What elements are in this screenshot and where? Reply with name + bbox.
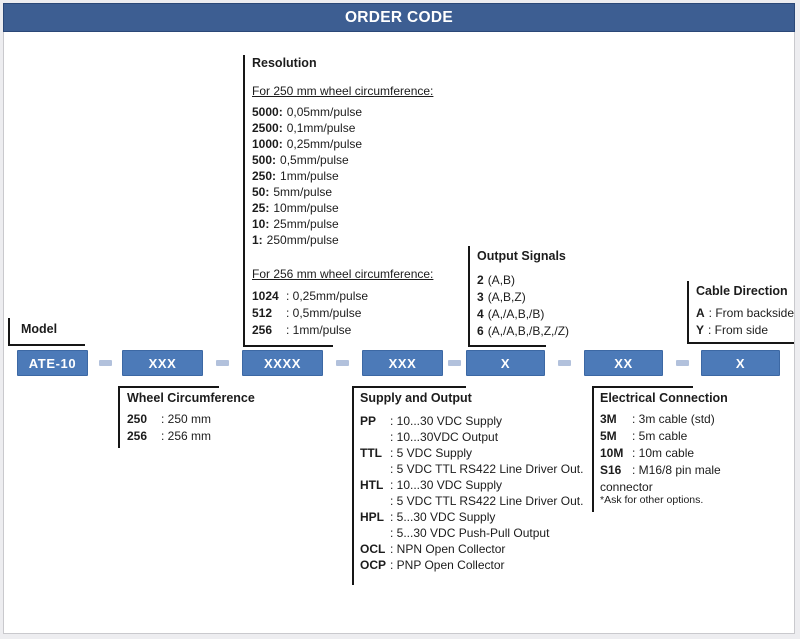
electrical-connection-section-title: Electrical Connection: [600, 391, 728, 405]
resolution-256-list: 1024: 0,25mm/pulse 512: 0,5mm/pulse 256:…: [252, 288, 368, 339]
list-item: 6(A,/A,B,/B,Z,/Z): [477, 324, 570, 338]
electrical-connection-connector-line: [592, 386, 693, 512]
list-item: TTL: 5 VDC Supply: [360, 446, 473, 460]
dash-separator: [676, 360, 689, 366]
code-box-resolution: XXXX: [242, 350, 323, 376]
supply-output-connector-line: [352, 386, 466, 585]
list-item: HPL: 5...30 VDC Supply: [360, 510, 496, 524]
list-item: OCL: NPN Open Collector: [360, 542, 506, 556]
cable-direction-list: A: From backside Y: From side: [696, 305, 794, 339]
wheel-circumference-list: 250: 250 mm 256: 256 mm: [127, 411, 211, 445]
list-item: 512: 0,5mm/pulse: [252, 306, 362, 320]
resolution-section-title: Resolution: [252, 56, 317, 70]
cable-direction-section-title: Cable Direction: [696, 284, 788, 298]
resolution-250-list: 5000:0,05mm/pulse 2500:0,1mm/pulse 1000:…: [252, 104, 362, 248]
code-box-electrical-label: XX: [614, 355, 633, 371]
code-box-output-signals: X: [466, 350, 545, 376]
list-item: 256: 256 mm: [127, 429, 212, 443]
list-item: : 5 VDC TTL RS422 Line Driver Out.: [390, 494, 584, 508]
code-box-model-label: ATE-10: [28, 355, 77, 371]
list-item: 2500:0,1mm/pulse: [252, 121, 356, 135]
list-item: 25:10mm/pulse: [252, 201, 339, 215]
model-section-title: Model: [21, 322, 58, 336]
cable-direction-connector-line: [687, 281, 794, 344]
list-item: 10M: 10m cable: [600, 446, 695, 460]
code-box-cable-direction: X: [701, 350, 780, 376]
list-item: 4(A,/A,B,/B): [477, 307, 545, 321]
electrical-connection-note: *Ask for other options.: [600, 494, 704, 506]
list-item: 500:0,5mm/pulse: [252, 153, 349, 167]
output-signals-section-title: Output Signals: [477, 249, 566, 263]
content-frame: [3, 3, 795, 634]
code-box-electrical-connection: XX: [584, 350, 663, 376]
resolution-connector-line: [243, 55, 333, 347]
list-item: 10:25mm/pulse: [252, 217, 339, 231]
electrical-connection-list: 3M: 3m cable (std) 5M: 5m cable 10M: 10m…: [600, 411, 721, 496]
list-item: 5000:0,05mm/pulse: [252, 105, 363, 119]
model-connector-line: [8, 318, 85, 346]
wheel-circumference-connector-line: [118, 386, 219, 448]
list-item: 2(A,B): [477, 273, 516, 287]
code-box-output-signals-label: X: [500, 355, 511, 371]
list-item: 3M: 3m cable (std): [600, 412, 715, 426]
code-box-wheel-circumference: XXX: [122, 350, 203, 376]
dash-separator: [336, 360, 349, 366]
supply-output-list: PP: 10...30 VDC Supply : 10...30VDC Outp…: [360, 413, 583, 573]
supply-output-section-title: Supply and Output: [360, 391, 472, 405]
code-box-cable-label: X: [735, 355, 746, 371]
list-item: 3(A,B,Z): [477, 290, 526, 304]
header-bar: ORDER CODE: [3, 3, 795, 32]
list-item: OCP: PNP Open Collector: [360, 558, 505, 572]
list-item: 5M: 5m cable: [600, 429, 688, 443]
list-item: PP: 10...30 VDC Supply: [360, 414, 503, 428]
output-signals-connector-line: [468, 246, 546, 347]
list-item: A: From backside: [696, 306, 795, 320]
list-item: 1000:0,25mm/pulse: [252, 137, 363, 151]
resolution-250-heading: For 250 mm wheel circumference:: [252, 84, 434, 98]
list-item: 250: 250 mm: [127, 412, 212, 426]
page-title: ORDER CODE: [344, 8, 454, 26]
list-item: 1:250mm/pulse: [252, 233, 339, 247]
dash-separator: [558, 360, 571, 366]
code-box-wheel-label: XXX: [148, 355, 177, 371]
code-box-supply-label: XXX: [388, 355, 417, 371]
list-item: S16: M16/8 pin male: [600, 463, 721, 477]
dash-separator: [216, 360, 229, 366]
list-item: 256: 1mm/pulse: [252, 323, 352, 337]
list-item: HTL: 10...30 VDC Supply: [360, 478, 503, 492]
list-item: : 5...30 VDC Push-Pull Output: [390, 526, 550, 540]
list-item: : 5 VDC TTL RS422 Line Driver Out.: [390, 462, 584, 476]
wheel-circumference-section-title: Wheel Circumference: [127, 391, 255, 405]
list-item: 50:5mm/pulse: [252, 185, 333, 199]
list-item: : 10...30VDC Output: [390, 430, 499, 444]
list-item: 250:1mm/pulse: [252, 169, 339, 183]
list-item: 1024: 0,25mm/pulse: [252, 289, 369, 303]
code-box-model: ATE-10: [17, 350, 88, 376]
list-item-overflow: connector: [600, 480, 653, 494]
code-box-resolution-label: XXXX: [263, 355, 302, 371]
list-item: Y: From side: [696, 323, 769, 337]
dash-separator: [99, 360, 112, 366]
dash-separator: [448, 360, 461, 366]
resolution-256-heading: For 256 mm wheel circumference:: [252, 267, 434, 281]
code-box-supply-output: XXX: [362, 350, 443, 376]
output-signals-list: 2(A,B) 3(A,B,Z) 4(A,/A,B,/B) 6(A,/A,B,/B…: [477, 272, 569, 340]
